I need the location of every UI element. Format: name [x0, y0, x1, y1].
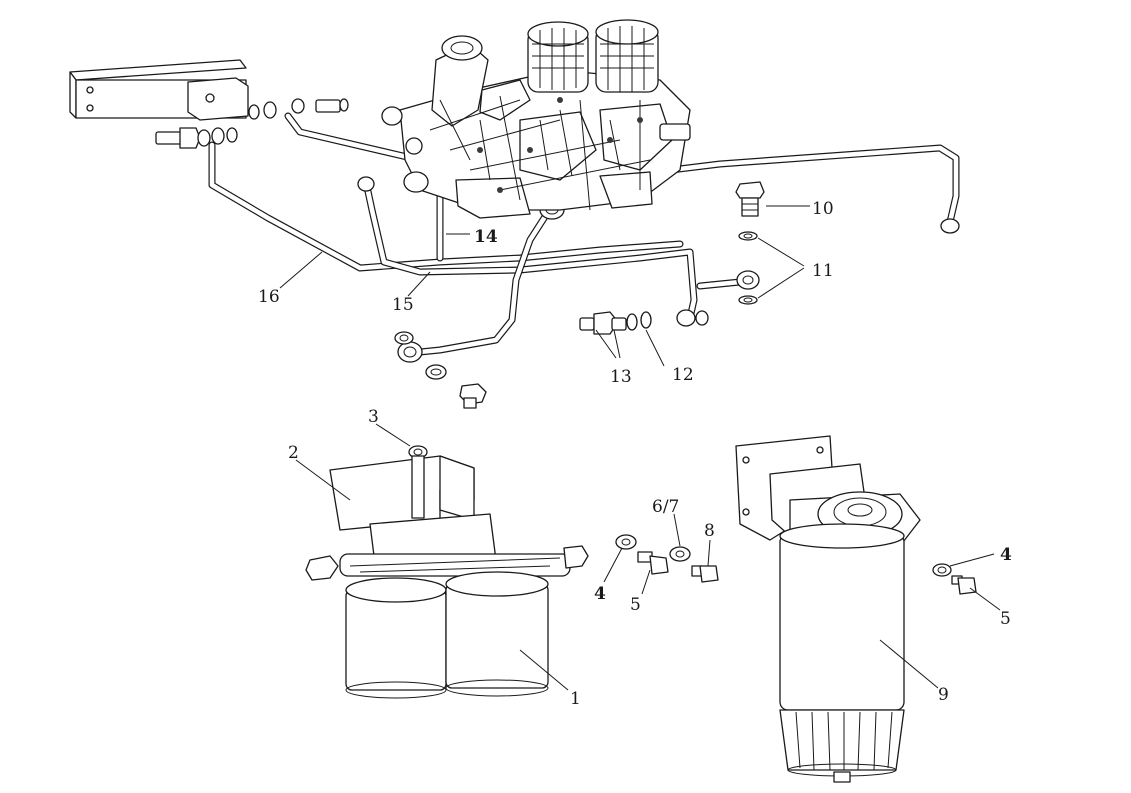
callout-11: 11	[812, 261, 834, 281]
callout-5-right: 5	[1000, 609, 1011, 629]
callout-14: 14	[474, 227, 498, 247]
callout-1: 1	[570, 689, 581, 709]
callout-4-center: 4	[594, 584, 606, 604]
callout-16: 16	[258, 287, 280, 307]
callout-6-7: 6/7	[652, 497, 679, 517]
washers-bolts-center	[615, 534, 719, 583]
callout-9: 9	[938, 685, 949, 705]
fuel-water-separator-9	[735, 435, 921, 783]
leader-lines	[279, 205, 1001, 691]
fuel-injection-pump	[381, 19, 691, 219]
callout-8: 8	[704, 521, 715, 541]
fittings-12-13	[579, 311, 652, 335]
callout-10: 10	[812, 199, 834, 219]
banjo-fittings	[357, 176, 960, 409]
callout-12: 12	[672, 365, 694, 385]
callout-4-right: 4	[1000, 545, 1012, 565]
callout-labels: 1 2 3 4 5 6/7 8 9 4 5 10 11 12 13 14 15 …	[258, 199, 1012, 709]
callout-5-center: 5	[630, 595, 641, 615]
callout-3: 3	[368, 407, 379, 427]
callout-13: 13	[610, 367, 632, 387]
banjo-bolt-10	[735, 181, 765, 217]
sealing-washers-11	[738, 231, 758, 305]
fittings-top-left	[155, 98, 349, 149]
washer-bolt-right	[932, 563, 977, 595]
callout-2: 2	[288, 443, 299, 463]
dual-fuel-filter-assembly	[305, 445, 589, 699]
callout-15: 15	[392, 295, 414, 315]
fuel-pipes	[208, 112, 960, 356]
mounting-plate-top-left	[69, 59, 249, 121]
